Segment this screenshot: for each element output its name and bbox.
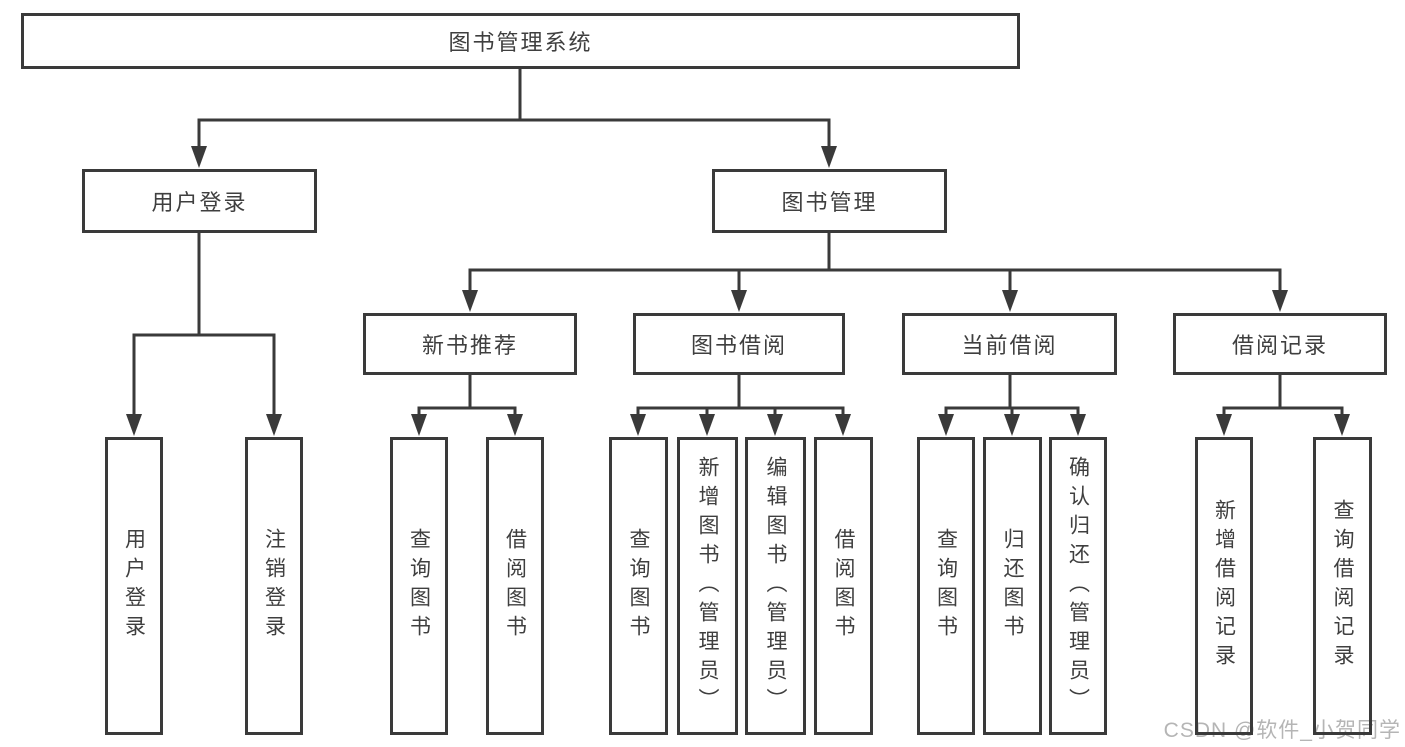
node-book-management: 图书管理 <box>712 169 947 233</box>
node-label: 借阅图书 <box>503 528 527 644</box>
node-label: 查询图书 <box>407 528 431 644</box>
leaf-logout: 注销登录 <box>245 437 303 735</box>
leaf-query-books-recommend: 查询图书 <box>390 437 448 735</box>
node-label: 查询借阅记录 <box>1331 499 1354 673</box>
node-label: 归还图书 <box>1001 528 1024 644</box>
node-label: 用户登录 <box>151 190 248 215</box>
leaf-borrow-books-borrowing: 借阅图书 <box>814 437 873 735</box>
node-label: 图书管理 <box>781 190 878 215</box>
leaf-query-books-borrowing: 查询图书 <box>609 437 668 735</box>
leaf-borrow-books-recommend: 借阅图书 <box>486 437 544 735</box>
leaf-add-book-admin: 新增图书（管理员） <box>677 437 738 735</box>
leaf-user-login: 用户登录 <box>105 437 163 735</box>
node-label: 新增图书（管理员） <box>696 455 719 717</box>
leaf-query-books-current: 查询图书 <box>917 437 975 735</box>
node-current-borrowing: 当前借阅 <box>902 313 1117 375</box>
node-label: 新书推荐 <box>421 333 518 358</box>
node-label: 用户登录 <box>122 528 146 644</box>
leaf-return-books: 归还图书 <box>983 437 1042 735</box>
node-borrowing-records: 借阅记录 <box>1173 313 1387 375</box>
node-label: 编辑图书（管理员） <box>764 455 787 717</box>
node-label: 查询图书 <box>934 528 958 644</box>
node-label: 注销登录 <box>262 528 286 644</box>
leaf-confirm-return-admin: 确认归还（管理员） <box>1049 437 1107 735</box>
node-label: 图书借阅 <box>690 333 787 358</box>
node-book-borrowing: 图书借阅 <box>633 313 845 375</box>
node-label: 确认归还（管理员） <box>1066 455 1090 717</box>
node-label: 查询图书 <box>627 528 650 644</box>
node-label: 新增借阅记录 <box>1212 499 1236 673</box>
node-label: 图书管理系统 <box>448 30 593 55</box>
leaf-query-borrow-record: 查询借阅记录 <box>1313 437 1372 735</box>
node-library-management-system: 图书管理系统 <box>21 13 1020 69</box>
leaf-edit-book-admin: 编辑图书（管理员） <box>745 437 806 735</box>
leaf-add-borrow-record: 新增借阅记录 <box>1195 437 1253 735</box>
node-label: 借阅记录 <box>1231 333 1328 358</box>
node-label: 借阅图书 <box>832 528 855 644</box>
node-user-login: 用户登录 <box>82 169 317 233</box>
node-label: 当前借阅 <box>961 333 1058 358</box>
csdn-watermark: CSDN @软件_小贺同学 <box>1163 719 1401 742</box>
node-new-book-recommend: 新书推荐 <box>363 313 577 375</box>
